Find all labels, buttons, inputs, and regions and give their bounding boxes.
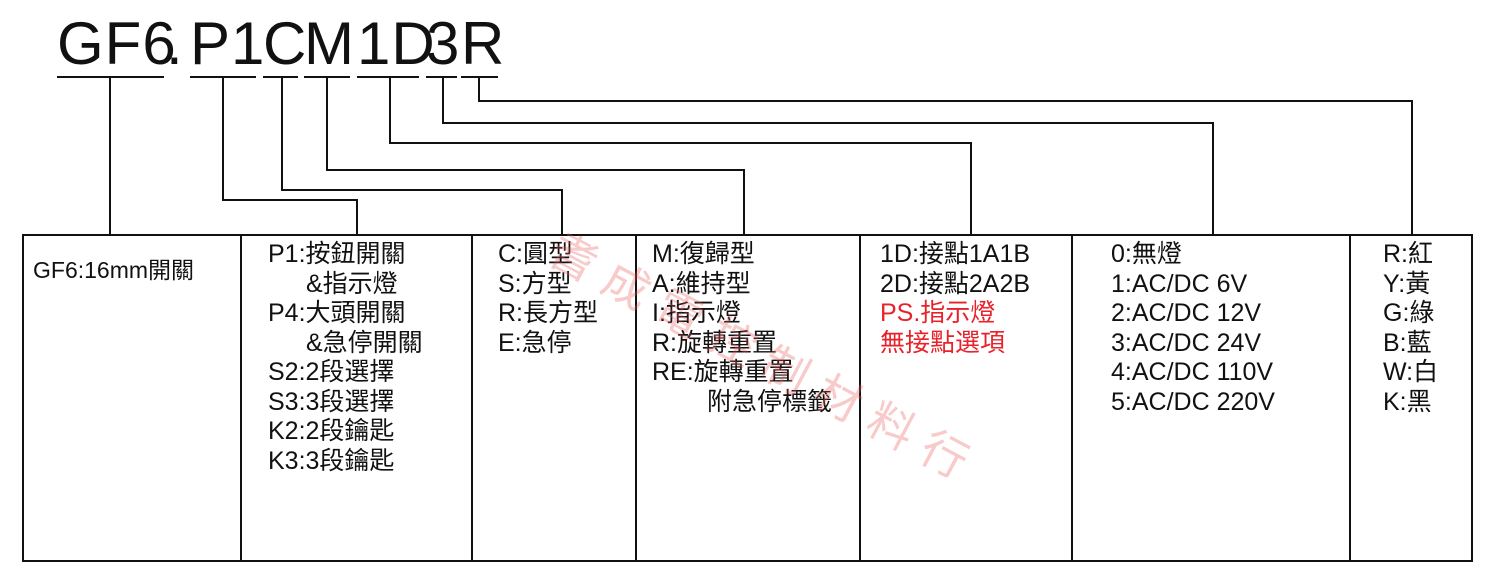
- function-re: RE:旋轉重置: [652, 358, 794, 386]
- connector-voltage: [442, 77, 1214, 235]
- column-shape: C:圓型 S:方型 R:長方型 E:急停: [498, 240, 598, 358]
- voltage-2: 2:AC/DC 12V: [1111, 299, 1262, 327]
- function-re-label: 附急停標籤: [707, 387, 833, 416]
- operator-p4: P4:大頭開關: [268, 299, 406, 327]
- column-contact: 1D:接點1A1B 2D:接點2A2B PS.指示燈 無接點選項: [880, 240, 1030, 358]
- column-series: GF6:16mm開關: [33, 256, 194, 286]
- shape-c: C:圓型: [498, 240, 574, 268]
- shape-e: E:急停: [498, 328, 572, 357]
- function-m: M:復歸型: [652, 240, 755, 268]
- table-frame: [22, 234, 1473, 562]
- voltage-4: 4:AC/DC 110V: [1111, 358, 1274, 386]
- connector-shape: [281, 77, 563, 235]
- shape-s: S:方型: [498, 269, 572, 298]
- code-color: R: [461, 10, 506, 77]
- color-g: G:綠: [1383, 299, 1435, 327]
- function-a: A:維持型: [652, 269, 751, 298]
- code-voltage: 3: [426, 10, 461, 77]
- operator-p4-estop: &急停開關: [306, 328, 423, 357]
- code-function: M: [304, 10, 355, 77]
- operator-s2: S2:2段選擇: [268, 358, 395, 386]
- voltage-5: 5:AC/DC 220V: [1111, 387, 1275, 416]
- color-y: Y:黃: [1383, 269, 1431, 298]
- color-b: B:藍: [1383, 328, 1432, 357]
- operator-k3: K3:3段鑰匙: [268, 446, 395, 475]
- column-voltage: 0:無燈 1:AC/DC 6V 2:AC/DC 12V 3:AC/DC 24V …: [1111, 240, 1275, 417]
- function-r: R:旋轉重置: [652, 328, 778, 357]
- voltage-1: 1:AC/DC 6V: [1111, 269, 1248, 298]
- connector-contact: [389, 77, 972, 235]
- operator-s3: S3:3段選擇: [268, 387, 395, 416]
- operator-p1: P1:按鈕開關: [268, 240, 406, 268]
- voltage-0: 0:無燈: [1111, 240, 1182, 268]
- color-w: W:白: [1383, 358, 1439, 386]
- color-k: K:黑: [1383, 387, 1432, 416]
- code-series: GF6: [57, 10, 177, 77]
- code-contact: 1D: [357, 10, 436, 77]
- series-desc: GF6:16mm開關: [33, 257, 195, 283]
- connector-function: [326, 77, 745, 235]
- contact-1d: 1D:接點1A1B: [880, 240, 1031, 268]
- voltage-3: 3:AC/DC 24V: [1111, 328, 1262, 357]
- shape-r: R:長方型: [498, 299, 599, 327]
- column-operator: P1:按鈕開關 &指示燈 P4:大頭開關 &急停開關 S2:2段選擇 S3:3段…: [268, 240, 423, 476]
- column-function: M:復歸型 A:維持型 I:指示燈 R:旋轉重置 RE:旋轉重置 附急停標籤: [652, 240, 832, 417]
- function-i: I:指示燈: [652, 299, 741, 327]
- color-r: R:紅: [1383, 240, 1434, 268]
- contact-ps: PS.指示燈: [880, 299, 996, 327]
- contact-ps-note: 無接點選項: [880, 328, 1006, 357]
- code-dot: .: [166, 10, 184, 77]
- column-color: R:紅 Y:黃 G:綠 B:藍 W:白 K:黑: [1383, 240, 1438, 417]
- connector-color: [478, 77, 1413, 235]
- code-shape: C: [263, 10, 308, 77]
- connector-operator: [222, 77, 358, 235]
- code-operator: P1: [190, 10, 266, 77]
- operator-p1-light: &指示燈: [306, 269, 398, 298]
- contact-2d: 2D:接點2A2B: [880, 269, 1031, 298]
- operator-k2: K2:2段鑰匙: [268, 417, 395, 445]
